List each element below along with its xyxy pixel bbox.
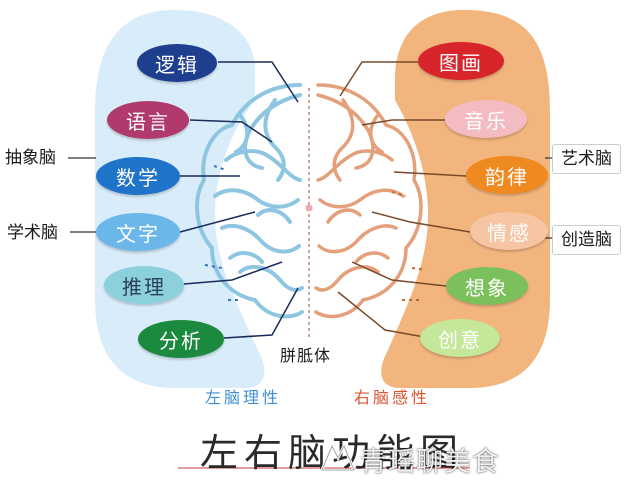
function-pill-imagination: 想象	[446, 267, 528, 305]
left-leader-lines	[179, 61, 299, 339]
side-label-abstract-brain: 抽象脑	[2, 146, 59, 170]
function-pill-emotion: 情感	[470, 212, 548, 250]
function-pill-logic: 逻辑	[137, 44, 217, 82]
corpus-callosum-marker	[305, 204, 313, 212]
right-leader-lines	[337, 61, 471, 339]
left-brain-drawing	[195, 83, 304, 319]
function-pill-rhythm: 韵律	[466, 156, 548, 194]
right-brain-drawing	[314, 83, 423, 319]
corpus-callosum-label: 胼胝体	[280, 346, 332, 365]
side-label-art-brain: 艺术脑	[552, 144, 621, 174]
function-pill-drawing: 图画	[418, 42, 504, 80]
left-brain-caption: 左脑理性	[205, 388, 282, 407]
right-brain-caption: 右脑感性	[354, 388, 431, 407]
side-connectors	[68, 157, 553, 239]
function-pill-writing: 文字	[96, 213, 180, 251]
function-pill-creativity: 创意	[420, 319, 500, 357]
function-pill-math: 数学	[96, 157, 180, 195]
side-label-creative-brain: 创造脑	[552, 225, 621, 255]
watermark-logo-icon	[319, 442, 357, 472]
function-pill-analysis: 分析	[138, 320, 224, 358]
side-label-academic-brain: 学术脑	[4, 221, 61, 245]
right-dashes	[391, 191, 427, 301]
function-pill-reasoning: 推理	[104, 266, 184, 304]
watermark-text: 青瑶聊美食	[360, 447, 500, 478]
function-pill-music: 音乐	[445, 100, 527, 138]
left-dashes	[204, 165, 240, 301]
function-pill-language: 语言	[107, 101, 189, 139]
